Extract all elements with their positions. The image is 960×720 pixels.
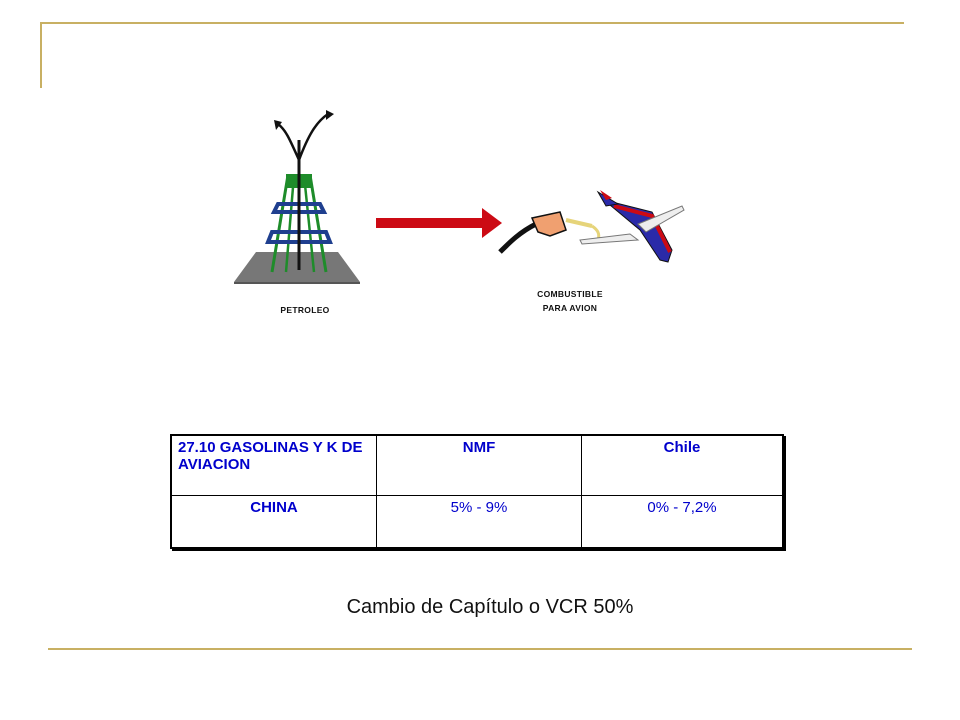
table-cell-nmf-rate: 5% - 9% bbox=[376, 495, 582, 549]
table-cell-country: CHINA bbox=[170, 495, 377, 549]
tariff-table: 27.10 GASOLINAS Y K DE AVIACION NMF Chil… bbox=[170, 434, 784, 549]
table-header-row: 27.10 GASOLINAS Y K DE AVIACION NMF Chil… bbox=[170, 434, 784, 497]
petroleo-caption: PETROLEO bbox=[280, 305, 330, 315]
bottom-rule bbox=[48, 648, 912, 650]
combustible-caption-line1: COMBUSTIBLE bbox=[537, 289, 603, 299]
combustible-caption: COMBUSTIBLE PARA AVION bbox=[510, 287, 630, 315]
arrow-right-icon bbox=[376, 208, 502, 238]
table-header-product: 27.10 GASOLINAS Y K DE AVIACION bbox=[170, 434, 377, 497]
footer-note: Cambio de Capítulo o VCR 50% bbox=[346, 596, 634, 618]
table-header-nmf: NMF bbox=[376, 434, 582, 497]
fuel-nozzle-icon bbox=[498, 211, 601, 254]
table-cell-chile-rate: 0% - 7,2% bbox=[581, 495, 784, 549]
top-rule bbox=[40, 22, 904, 24]
table-row: CHINA 5% - 9% 0% - 7,2% bbox=[170, 495, 784, 549]
airplane-icon bbox=[579, 190, 685, 263]
left-rule bbox=[40, 22, 42, 88]
petroleum-to-jet-fuel-illustration bbox=[234, 110, 685, 284]
oil-derrick-icon bbox=[234, 110, 360, 284]
table-header-chile: Chile bbox=[581, 434, 784, 497]
combustible-caption-line2: PARA AVION bbox=[542, 303, 598, 313]
